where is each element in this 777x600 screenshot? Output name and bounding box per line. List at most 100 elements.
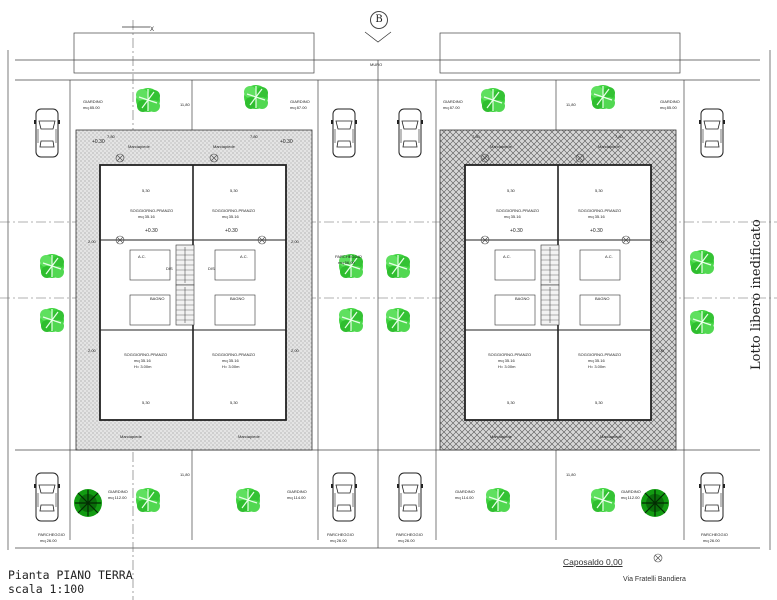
garden-area: mq 114.00	[455, 495, 474, 500]
ac-label: A.C.	[240, 254, 248, 259]
room-height: H= 3.00m	[222, 364, 240, 369]
dimension: 11,80	[180, 102, 190, 107]
hall-label: DIS	[166, 266, 173, 271]
top-wall-label: MURO	[370, 62, 382, 67]
hall-label: DIS	[208, 266, 215, 271]
parking-label: PARCHEGGIO	[38, 532, 65, 537]
garden-label: GIARDINO	[455, 489, 475, 494]
dimension: 7,80	[472, 134, 481, 139]
dimension: 5,30	[142, 188, 151, 193]
dimension: 2,00	[656, 348, 665, 353]
room-area: mq 35.16	[588, 358, 605, 363]
room-label: SOGGIORNO-PRANZO	[496, 208, 539, 213]
garden-labels-bottom: GIARDINO mq 112.00 GIARDINO mq 114.00 GI…	[108, 489, 641, 500]
garden-label: GIARDINO	[290, 99, 310, 104]
dimension: 11,80	[566, 102, 576, 107]
dimension: 5,30	[507, 188, 516, 193]
garden-label: GIARDINO	[108, 489, 128, 494]
street-name: Via Fratelli Bandiera	[623, 576, 686, 583]
ac-label: A.C.	[503, 254, 511, 259]
dimension: 2,00	[88, 239, 97, 244]
garden-area: mq 114.00	[287, 495, 306, 500]
parking-label: PARCHEGGIO	[701, 532, 728, 537]
room-height: H= 3.00m	[498, 364, 516, 369]
sidewalk-labels: Marciapiede Marciapiede Marciapiede Marc…	[120, 144, 623, 439]
garden-area: mq 85.00	[660, 105, 677, 110]
parking-label: PARCHEGGIO	[396, 532, 423, 537]
parking-label: PARCHEGGIO	[335, 254, 362, 259]
garden-area: mq 112.00	[621, 495, 640, 500]
bathroom-label: BAGNO	[150, 296, 164, 301]
dimension: 2,00	[291, 239, 300, 244]
dimension: 5,30	[595, 400, 604, 405]
parking-area: mq 26.00	[330, 538, 347, 543]
dimension: 2,00	[291, 348, 300, 353]
garden-area: mq 87.00	[290, 105, 307, 110]
level-mark: +0.30	[510, 228, 523, 234]
parking-area: mq 26.00	[703, 538, 720, 543]
side-lot-label: Lotto libero inedificato	[749, 219, 764, 370]
garden-label: GIARDINO	[83, 99, 103, 104]
garden-area: mq 112.00	[108, 495, 127, 500]
sidewalk-label: Marciapiede	[490, 434, 513, 439]
dimension: 5,30	[230, 400, 239, 405]
room-area: mq 35.16	[222, 358, 239, 363]
level-mark: +0.30	[590, 228, 603, 234]
dimension: 7,80	[107, 134, 116, 139]
level-mark: +0.30	[145, 228, 158, 234]
parking-area: mq 56.00	[338, 260, 355, 265]
parking-area: mq 26.00	[40, 538, 57, 543]
sidewalk-label: Marciapiede	[128, 144, 151, 149]
room-label: SOGGIORNO-PRANZO	[124, 352, 167, 357]
garden-label: GIARDINO	[621, 489, 641, 494]
room-area: mq 35.16	[138, 214, 155, 219]
dimension: 5,30	[507, 400, 516, 405]
parking-label: PARCHEGGIO	[327, 532, 354, 537]
dimension-labels: 11,80 11,80 11,80 11,80 5,30 5,30 5,30 5…	[88, 102, 665, 477]
room-label: SOGGIORNO-PRANZO	[578, 352, 621, 357]
bathroom-label: BAGNO	[230, 296, 244, 301]
room-labels-left: SOGGIORNO-PRANZO mq 35.16 SOGGIORNO-PRAN…	[92, 139, 293, 369]
dimension: 5,30	[230, 188, 239, 193]
room-area: mq 35.16	[134, 358, 151, 363]
garden-label: GIARDINO	[443, 99, 463, 104]
room-labels-right: SOGGIORNO-PRANZO mq 35.16 SOGGIORNO-PRAN…	[488, 208, 621, 369]
dimension: 2,00	[88, 348, 97, 353]
sidewalk-label: Marciapiede	[600, 434, 623, 439]
ac-label: A.C.	[138, 254, 146, 259]
room-label: SOGGIORNO-PRANZO	[488, 352, 531, 357]
dimension: 5,30	[142, 400, 151, 405]
drawing-scale: scala 1:100	[8, 582, 85, 596]
room-area: mq 35.16	[588, 214, 605, 219]
dimension: 11,80	[180, 472, 190, 477]
drawing-title: Pianta PIANO TERRA scala 1:100	[8, 568, 133, 596]
room-height: H= 3.00m	[134, 364, 152, 369]
garden-label: GIARDINO	[660, 99, 680, 104]
dimension: 5,30	[595, 188, 604, 193]
section-cut-label: X	[150, 27, 154, 33]
room-height: H= 3.00m	[588, 364, 606, 369]
room-area: mq 35.16	[222, 214, 239, 219]
benchmark-label: Caposaldo 0,00	[563, 557, 623, 567]
bathroom-label: BAGNO	[595, 296, 609, 301]
section-cut-marker: X	[122, 26, 392, 43]
sidewalk-label: Marciapiede	[490, 144, 513, 149]
dimension: 7,80	[615, 134, 624, 139]
section-marker-b: B	[370, 11, 388, 29]
room-label: SOGGIORNO-PRANZO	[578, 208, 621, 213]
level-mark: +0.30	[280, 139, 293, 145]
ac-label: A.C.	[605, 254, 613, 259]
parking-labels: PARCHEGGIO mq 56.00 PARCHEGGIO mq 26.00 …	[38, 254, 728, 543]
room-area: mq 35.16	[504, 214, 521, 219]
garden-area: mq 87.00	[443, 105, 460, 110]
building-left	[75, 129, 313, 451]
bathroom-label: BAGNO	[515, 296, 529, 301]
building-right	[439, 129, 677, 451]
sidewalk-label: Marciapiede	[238, 434, 261, 439]
garden-area: mq 85.00	[83, 105, 100, 110]
parking-area: mq 26.00	[398, 538, 415, 543]
dimension: 7,80	[250, 134, 259, 139]
sidewalk-label: Marciapiede	[213, 144, 236, 149]
sidewalk-label: Marciapiede	[120, 434, 143, 439]
